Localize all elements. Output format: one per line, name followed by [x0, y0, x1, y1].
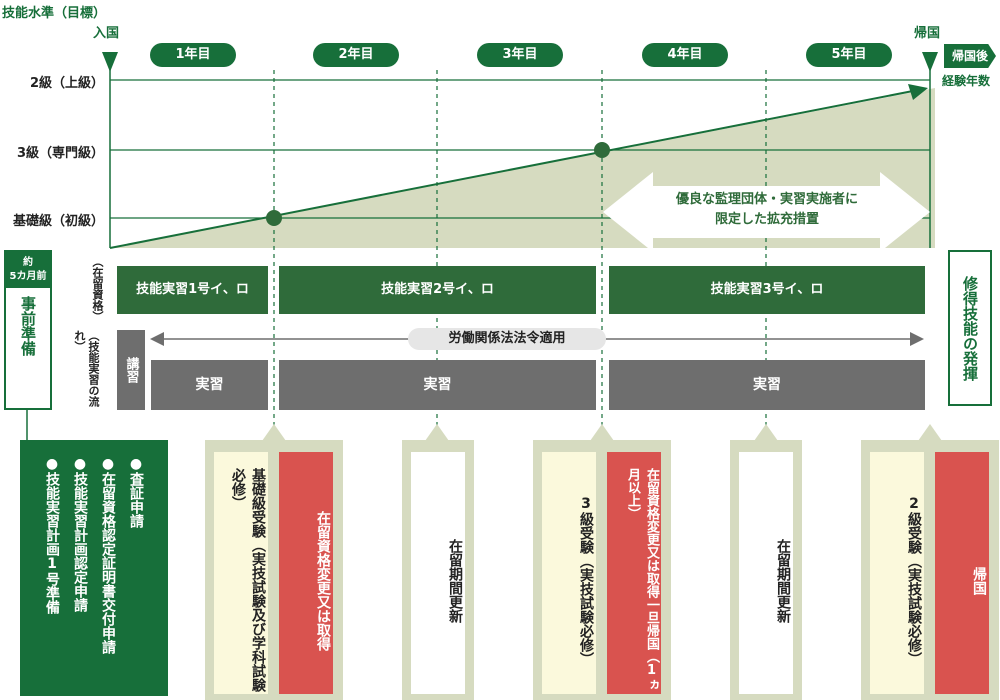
lecture-label: 講習: [123, 357, 139, 383]
card-year2-renew: 在留期間更新: [411, 452, 465, 694]
year-4-pill: 4年目: [642, 43, 728, 67]
year-2-pill: 2年目: [313, 43, 399, 67]
status-bar-2: 技能実習2号イ、ロ: [279, 266, 596, 314]
after-return-arrow: 帰国後: [944, 44, 996, 68]
basic-level-point: [266, 210, 282, 226]
card-year3-exam: 3級受験（実技試験必修）: [542, 452, 596, 694]
card-year4-renew: 在留期間更新: [739, 452, 793, 694]
trend-arrowhead: [908, 84, 928, 100]
card-year1-status: 在留資格変更又は取得: [279, 452, 333, 694]
year-1-pill: 1年目: [150, 43, 236, 67]
result-label: 修得技能の発揮: [961, 275, 979, 381]
flow-row-label: （技能実習の流れ）: [73, 330, 100, 407]
practice-bar-2: 実習: [279, 360, 596, 410]
expansion-note: 優良な監理団体・実習実施者に 限定した拡充措置: [675, 192, 858, 227]
prep-step-2: ●技能実習計画認定申請: [72, 456, 88, 612]
card-year5-exam: 2級受験（実技試験必修）: [870, 452, 924, 694]
after-return-label-1: 帰国後: [951, 49, 988, 63]
level3-point: [594, 142, 610, 158]
after-return-label-2: 経験年数: [942, 74, 991, 88]
level-2-label: 2級（上級）: [29, 76, 104, 91]
return-label: 帰国: [914, 26, 941, 41]
y-axis-title: 技能水準（目標）: [2, 6, 107, 21]
skill-trend-line: [109, 89, 919, 249]
start-marker: [102, 52, 118, 72]
entry-label: 入国: [93, 26, 120, 41]
level-basic-label: 基礎級（初級）: [12, 214, 104, 229]
card-year3-status: 在留資格変更又は取得一旦帰国（1ヵ月以上）: [607, 452, 661, 694]
prep-timing: 約 5カ月前: [6, 252, 50, 288]
end-marker: [922, 52, 938, 72]
labor-left-arrowhead: [150, 332, 164, 346]
card-pointers: [262, 424, 942, 440]
labor-right-arrowhead: [910, 332, 924, 346]
practice-bar-3: 実習: [609, 360, 925, 410]
status-row-label: （在留資格）: [91, 256, 104, 322]
card-year5-return: 帰国: [935, 452, 989, 694]
prep-step-4: ●査証申請: [128, 456, 144, 528]
practice-bar-1: 実習: [151, 360, 268, 410]
expansion-arrow: [603, 172, 930, 252]
year-3-pill: 3年目: [477, 43, 563, 67]
result-box: 修得技能の発揮: [948, 250, 992, 406]
prep-step-1: ●技能実習計画1号準備: [44, 456, 60, 614]
prep-box: 約 5カ月前 事前準備: [4, 250, 52, 410]
labor-law-pill: 労働関係法法令適用: [408, 328, 606, 350]
status-bar-1: 技能実習1号イ、ロ: [117, 266, 268, 314]
lecture-bar: 講習: [117, 330, 145, 410]
card-year1-exam: 基礎級受験（実技試験及び学科試験必修）: [214, 452, 268, 694]
prep-label: 事前準備: [19, 296, 37, 356]
prep-step-3: ●在留資格認定証明書交付申請: [100, 456, 116, 654]
prep-steps-panel: ●査証申請 ●在留資格認定証明書交付申請 ●技能実習計画認定申請 ●技能実習計画…: [20, 440, 168, 696]
level-3-label: 3級（専門級）: [16, 146, 104, 161]
status-bar-3: 技能実習3号イ、ロ: [609, 266, 925, 314]
skill-chart: [26, 52, 942, 440]
year-5-pill: 5年目: [806, 43, 892, 67]
